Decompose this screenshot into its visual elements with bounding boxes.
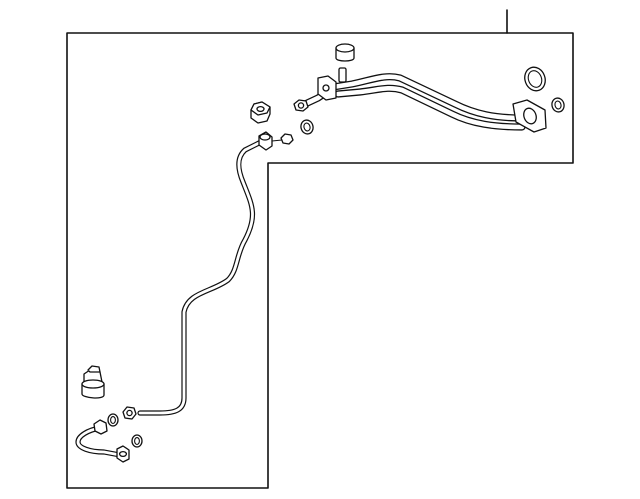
assembly-frame [66,32,574,489]
seal-lower [131,434,143,448]
o-ring-small-right [551,97,565,113]
o-ring-upper [300,119,314,135]
upper-line-assembly [293,67,547,133]
lower-liquid-line [75,131,294,463]
o-ring-large [524,66,546,92]
service-valve-cap-upper [335,43,355,62]
o-ring-lower [107,413,119,427]
hex-nut-upper [250,101,271,124]
pressure-switch [81,365,105,399]
